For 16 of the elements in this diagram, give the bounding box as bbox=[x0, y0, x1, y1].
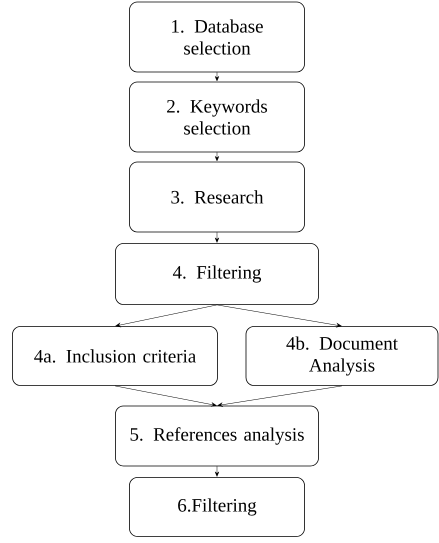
arrow bbox=[217, 386, 342, 407]
process-box: 2. Keywords selection bbox=[129, 82, 305, 152]
arrow bbox=[115, 304, 218, 328]
process-box: 4b. Document Analysis bbox=[246, 326, 438, 386]
arrow bbox=[214, 232, 220, 243]
arrow bbox=[214, 152, 220, 162]
arrow bbox=[216, 304, 342, 328]
process-box: 1. Database selection bbox=[129, 2, 305, 72]
process-box: 5. References analysis bbox=[115, 406, 319, 466]
process-box: 4a. Inclusion criteria bbox=[12, 326, 218, 386]
process-box: 4. Filtering bbox=[115, 243, 319, 305]
arrow bbox=[114, 386, 217, 407]
process-box: 3. Research bbox=[129, 162, 305, 232]
arrow bbox=[214, 466, 220, 477]
process-box: 6.Filtering bbox=[129, 477, 305, 537]
arrow bbox=[214, 72, 220, 82]
